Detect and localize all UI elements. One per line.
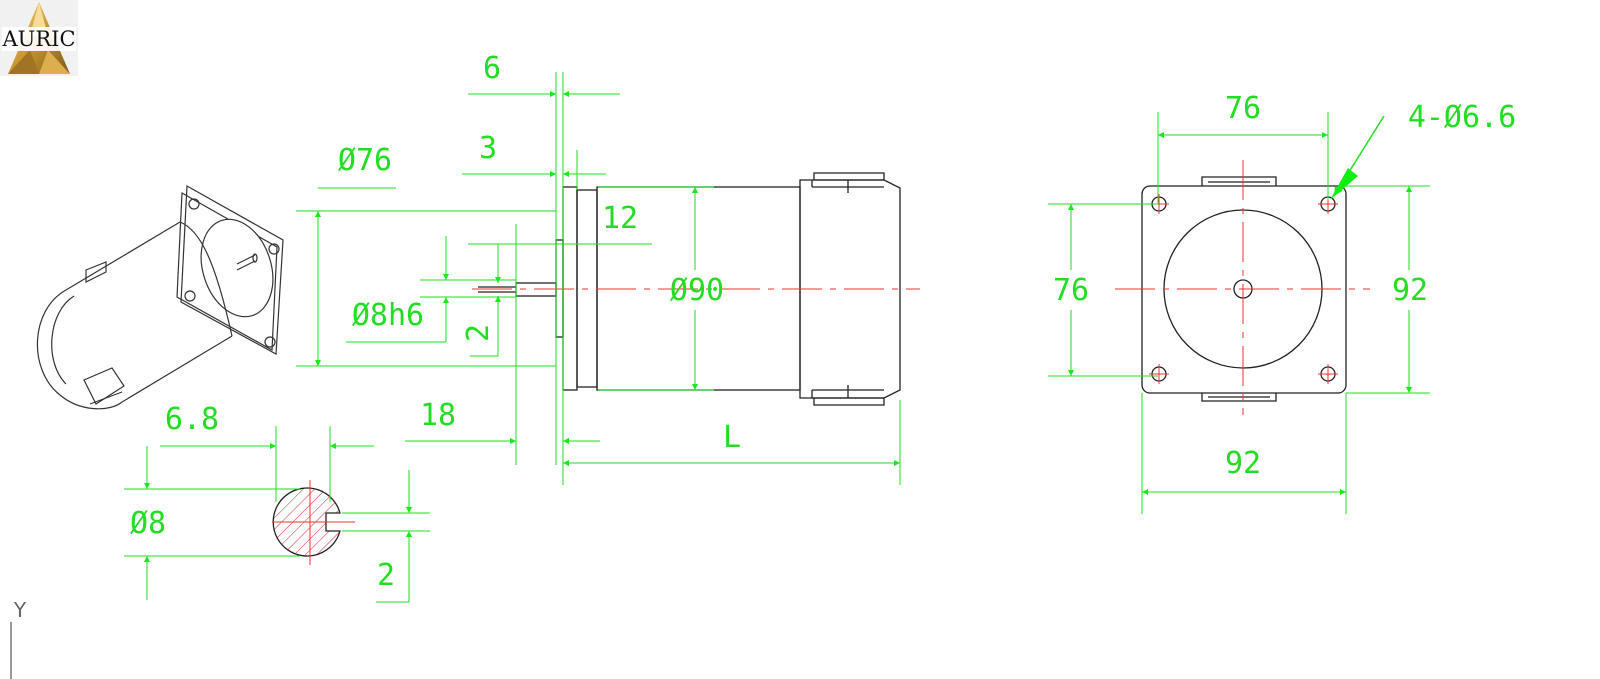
front-view-labels: 76 76 92 92 4-Ø6.6 bbox=[1053, 91, 1516, 481]
ucs-axis-indicator: Y bbox=[10, 598, 27, 679]
dim-bottom-92-label: 92 bbox=[1225, 446, 1261, 481]
dim-18-label: 18 bbox=[420, 398, 456, 433]
dim-length-label: L bbox=[723, 420, 741, 455]
dim-d90-label: Ø90 bbox=[670, 273, 724, 308]
side-view-labels: 6 3 Ø76 12 Ø90 Ø8h6 2 18 L bbox=[338, 51, 741, 455]
front-view-dimensions bbox=[1048, 112, 1430, 514]
dim-3-label: 3 bbox=[479, 131, 497, 166]
dim-d8-label: Ø8 bbox=[130, 506, 166, 541]
dim-6-8-label: 6.8 bbox=[165, 402, 219, 437]
dim-left-76-label: 76 bbox=[1053, 273, 1089, 308]
dim-d8h6-label: Ø8h6 bbox=[352, 298, 424, 333]
isometric-motor-sketch bbox=[36, 185, 284, 410]
shaft-section bbox=[272, 480, 355, 565]
dim-2-key-label: 2 bbox=[461, 324, 496, 342]
auric-logo: AURIC bbox=[0, 0, 78, 76]
logo-text: AURIC bbox=[1, 27, 75, 51]
dim-6-label: 6 bbox=[483, 51, 501, 86]
dim-2-keyway-label: 2 bbox=[377, 558, 395, 593]
dim-12-label: 12 bbox=[602, 201, 638, 236]
dim-right-92-label: 92 bbox=[1392, 273, 1428, 308]
side-view-dimensions bbox=[296, 72, 901, 485]
dim-top-76-label: 76 bbox=[1225, 91, 1261, 126]
dim-holes-label: 4-Ø6.6 bbox=[1408, 100, 1516, 135]
hole-leader-arrowhead bbox=[1330, 168, 1358, 200]
axis-y-label: Y bbox=[13, 598, 27, 622]
shaft-section-labels: 6.8 Ø8 2 bbox=[130, 402, 395, 593]
shaft-section-dimensions bbox=[124, 426, 430, 603]
front-view-centerlines bbox=[1115, 160, 1370, 415]
dim-d76-label: Ø76 bbox=[338, 143, 392, 178]
